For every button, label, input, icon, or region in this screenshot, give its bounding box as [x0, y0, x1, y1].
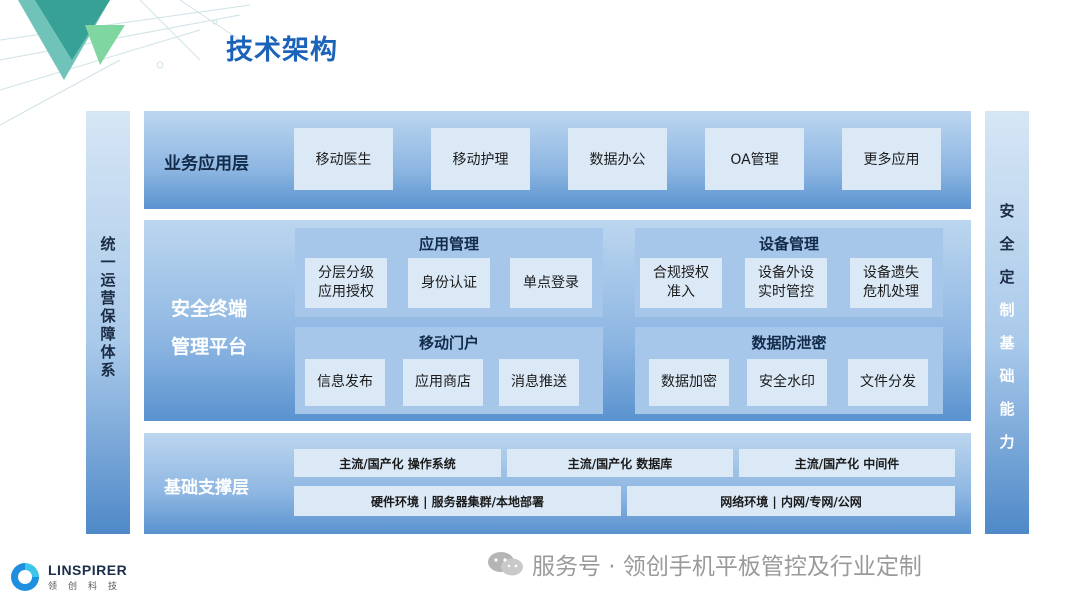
cell-line: 设备遗失 — [863, 265, 919, 281]
panel-title: 移动门户 — [418, 334, 479, 352]
right-pillar-char: 力 — [999, 433, 1015, 451]
right-pillar-char: 全 — [999, 235, 1015, 253]
bar-operating-system: 主流/国产化 操作系统 — [294, 449, 501, 477]
company-logo: LINSPIRER 领创科技 — [8, 560, 128, 594]
app-more: 更多应用 — [842, 128, 941, 190]
cell-lost-device-handling: 设备遗失危机处理 — [850, 258, 932, 308]
watermark-text: 服务号 · 领创手机平板管控及行业定制 — [532, 554, 922, 580]
cell-line: 危机处理 — [863, 284, 919, 300]
security-layer-label-line1: 安全终端 — [171, 298, 248, 320]
right-pillar-char: 础 — [999, 367, 1015, 385]
linspirer-logo-icon — [11, 563, 39, 591]
wechat-watermark: 服务号 · 领创手机平板管控及行业定制 — [486, 547, 922, 581]
logo-chinese-name: 领创科技 — [48, 582, 129, 592]
business-layer-label: 业务应用层 — [164, 154, 249, 174]
header-decoration — [0, 0, 251, 126]
panel-mobile-portal: 移动门户 信息发布 应用商店 消息推送 — [295, 327, 603, 414]
left-pillar-char: 体 — [100, 343, 116, 361]
panel-device-management: 设备管理 合规授权准入 设备外设实时管控 设备遗失危机处理 — [635, 228, 943, 317]
cell-security-watermark: 安全水印 — [747, 359, 827, 406]
panel-title: 数据防泄密 — [751, 334, 827, 352]
page-title: 技术架构 — [226, 35, 338, 66]
left-pillar-char: 运 — [100, 271, 116, 289]
cell-identity-auth: 身份认证 — [408, 258, 490, 308]
bar-network-environment: 网络环境 | 内网/专网/公网 — [627, 486, 955, 516]
left-pillar-char: 营 — [100, 289, 116, 307]
right-pillar-char: 能 — [999, 400, 1015, 418]
cell-line: 准入 — [667, 284, 695, 300]
cell-line: 实时管控 — [758, 284, 814, 300]
panel-title: 应用管理 — [418, 235, 479, 253]
left-pillar-ops-support: 统一运营保障体系 — [86, 111, 130, 534]
cell-line: 合规授权 — [653, 265, 709, 281]
cell-data-encryption: 数据加密 — [649, 359, 729, 406]
business-application-layer: 业务应用层 移动医生 移动护理 数据办公 OA管理 更多应用 — [144, 111, 971, 209]
right-pillar-security-capability: 安全定制基础能力 — [985, 111, 1029, 534]
bar-hardware-environment: 硬件环境 | 服务器集群/本地部署 — [294, 486, 621, 516]
cell-app-store: 应用商店 — [403, 359, 483, 406]
left-pillar-char: 系 — [100, 361, 116, 379]
app-oa-management: OA管理 — [705, 128, 804, 190]
cell-file-distribution: 文件分发 — [848, 359, 928, 406]
right-pillar-char: 基 — [999, 334, 1015, 352]
bar-database: 主流/国产化 数据库 — [507, 449, 733, 477]
panel-title: 设备管理 — [758, 235, 819, 253]
cell-message-push: 消息推送 — [499, 359, 579, 406]
left-pillar-char: 障 — [100, 325, 116, 343]
right-pillar-char: 安 — [999, 202, 1015, 220]
right-pillar-char: 定 — [999, 268, 1015, 286]
logo-english-name: LINSPIRER — [48, 562, 128, 578]
app-data-office: 数据办公 — [568, 128, 667, 190]
security-terminal-platform-layer: 安全终端 管理平台 应用管理 分层分级应用授权 身份认证 单点登录 设备管理 合… — [144, 220, 971, 421]
base-layer-label: 基础支撑层 — [164, 478, 249, 498]
security-layer-label-line2: 管理平台 — [171, 336, 248, 358]
cell-line: 分层分级 — [318, 265, 374, 281]
cell-tiered-authorization: 分层分级应用授权 — [305, 258, 387, 308]
cell-sso: 单点登录 — [510, 258, 592, 308]
app-mobile-doctor: 移动医生 — [294, 128, 393, 190]
app-mobile-nursing: 移动护理 — [431, 128, 530, 190]
cell-compliance-access: 合规授权准入 — [640, 258, 722, 308]
cell-peripheral-control: 设备外设实时管控 — [745, 258, 827, 308]
right-pillar-char: 制 — [999, 301, 1015, 319]
panel-data-leak-prevention: 数据防泄密 数据加密 安全水印 文件分发 — [635, 327, 943, 414]
cell-line: 应用授权 — [318, 284, 374, 300]
cell-line: 设备外设 — [758, 265, 814, 281]
left-pillar-char: 统 — [100, 235, 116, 253]
security-layer-label: 安全终端 管理平台 — [171, 290, 247, 366]
bar-middleware: 主流/国产化 中间件 — [739, 449, 955, 477]
panel-app-management: 应用管理 分层分级应用授权 身份认证 单点登录 — [295, 228, 603, 317]
cell-info-publish: 信息发布 — [305, 359, 385, 406]
base-support-layer: 基础支撑层 主流/国产化 操作系统 主流/国产化 数据库 主流/国产化 中间件 … — [144, 433, 971, 534]
left-pillar-char: 保 — [100, 307, 116, 325]
wechat-icon — [488, 552, 523, 576]
left-pillar-char: 一 — [100, 253, 116, 271]
